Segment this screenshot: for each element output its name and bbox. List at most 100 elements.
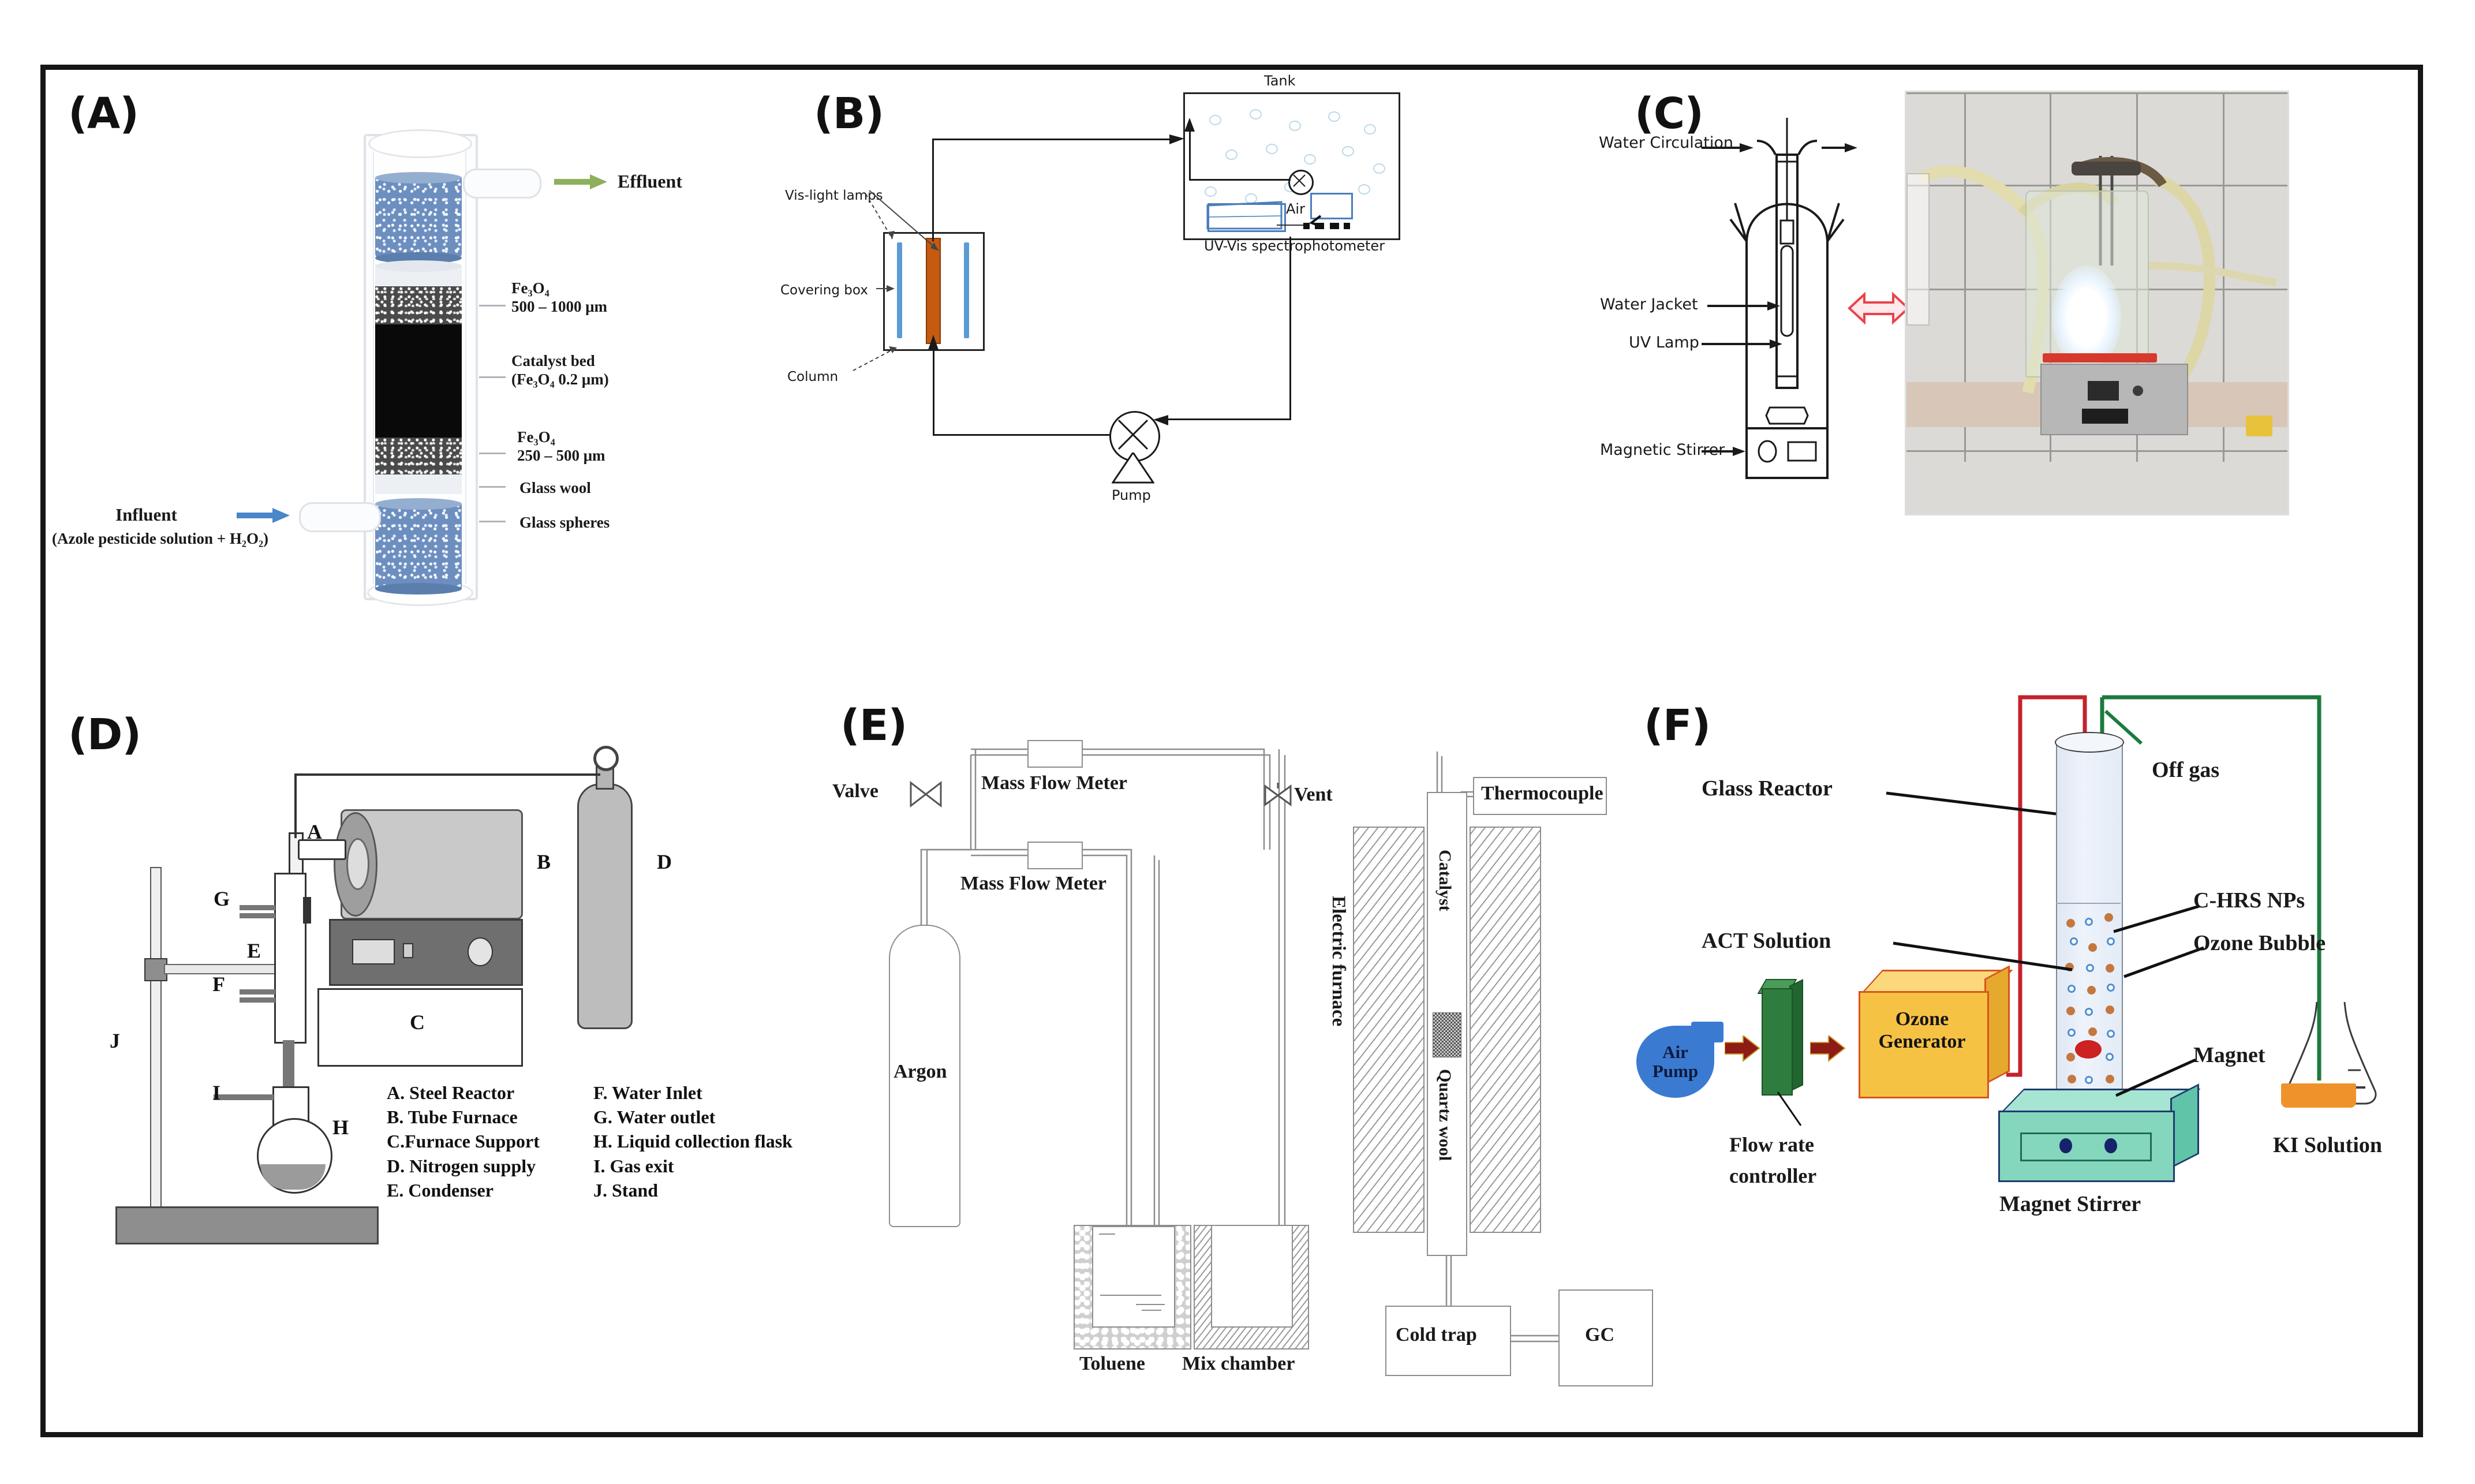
condenser-body — [274, 873, 306, 1044]
layer-3-size: 250 – 500 μm — [517, 447, 605, 464]
nitrogen-gas-line-down — [294, 773, 297, 838]
furnace-indicator — [403, 943, 413, 958]
panel-a-label: (A) — [68, 89, 139, 139]
argon-label: Argon — [893, 1061, 947, 1082]
flow-line-tank-down — [1289, 237, 1291, 420]
glass-spheres-label: Glass spheres — [519, 514, 610, 531]
panel-e-label: (E) — [840, 701, 907, 750]
flow-arrow-1-icon — [1725, 1036, 1760, 1062]
tank-bubble — [1209, 115, 1221, 125]
leader-tick-3 — [479, 453, 506, 454]
ki-solution-liquid — [2281, 1083, 2356, 1108]
bed-glass-wool-top — [375, 260, 462, 286]
electric-furnace-right-block — [1470, 827, 1541, 1233]
flow-rate-controller-label-line2: controller — [1729, 1164, 1817, 1187]
layer-3-name: Fe₃O₄ — [517, 428, 555, 446]
effluent-label: Effluent — [618, 171, 682, 192]
diagram-letter-j: J — [110, 1029, 120, 1052]
gc-box — [1558, 1289, 1653, 1386]
magnet-stirrer-knob-2[interactable] — [2104, 1138, 2117, 1153]
ozone-bubble-particle — [2068, 1029, 2076, 1037]
panel-d-label: (D) — [68, 710, 141, 760]
magnet-stirrer-knob-1[interactable] — [2059, 1138, 2072, 1153]
nitrogen-cylinder — [577, 783, 633, 1029]
spectrophotometer-key — [1303, 223, 1310, 229]
magnet-stirrer-panel — [2020, 1132, 2152, 1161]
cylinder-handwheel — [593, 746, 619, 771]
diagram-letter-c: C — [410, 1011, 425, 1034]
water-inlet-pipe-2 — [240, 997, 275, 1003]
ozone-bubble-particle — [2086, 964, 2094, 972]
bed-fe3o4-fine — [375, 438, 462, 474]
ozone-bubble-particle — [2085, 1076, 2093, 1084]
influent-label: Influent — [115, 504, 177, 525]
np-particle — [2066, 1007, 2075, 1015]
air-line-vertical — [1189, 129, 1191, 180]
legend-item-b: B. Tube Furnace — [387, 1107, 518, 1128]
bed-glass-spheres-top — [375, 172, 462, 264]
layer-1-name: Fe₃O₄ — [511, 279, 549, 297]
pump-label: Pump — [1112, 487, 1151, 503]
nitrogen-gas-line — [294, 773, 600, 776]
influent-sublabel: (Azole pesticide solution + H₂O₂) — [52, 530, 269, 547]
arrow-air-to-tank-icon — [1184, 118, 1195, 132]
furnace-support-box — [317, 988, 523, 1067]
flow-arrow-2-icon — [1810, 1036, 1846, 1062]
flow-rate-controller — [1762, 988, 1793, 1096]
wool-top-ellipse — [375, 260, 462, 272]
vis-lamp-left — [897, 242, 902, 338]
legend-column-left: A. Steel Reactor B. Tube Furnace C.Furna… — [387, 1081, 593, 1202]
spectrophotometer-key — [1315, 223, 1324, 229]
thermocouple-label: Thermocouple — [1481, 783, 1603, 804]
ozone-generator-line2: Generator — [1878, 1030, 1966, 1052]
np-particle — [2106, 1005, 2114, 1014]
air-pump-outlet — [1691, 1022, 1723, 1042]
catalyst-bed-e — [1433, 1012, 1461, 1057]
air-cross-icon — [1293, 174, 1306, 187]
diagram-letter-g: G — [214, 887, 230, 910]
panel-a: (A) Effluent Influe — [40, 65, 779, 676]
covering-box-label: Covering box — [780, 283, 868, 298]
diagram-letter-b: B — [537, 850, 551, 873]
ozone-bubble-particle — [2107, 937, 2115, 945]
ozone-bubble-particle — [2107, 984, 2115, 992]
air-line-horizontal — [1189, 179, 1291, 181]
flow-line-up-to-column — [933, 347, 934, 435]
tank-box — [1183, 92, 1400, 240]
c-hrs-nps-label: C-HRS NPs — [2193, 888, 2305, 913]
np-particle — [2104, 913, 2113, 922]
flow-rate-controller-label-line1: Flow rate — [1729, 1133, 1814, 1156]
ozone-bubble-particle — [2106, 1053, 2114, 1061]
stand-base — [115, 1206, 379, 1244]
layer-2-name: Catalyst bed — [511, 352, 595, 369]
act-solution-label: ACT Solution — [1702, 929, 1831, 953]
panel-c: (C) — [1599, 65, 2423, 676]
sparger-tip — [2075, 1040, 2102, 1059]
quartz-wool-label: Quartz wool — [1435, 1069, 1455, 1161]
adapter-tube — [283, 1040, 294, 1086]
np-particle — [2088, 1027, 2097, 1036]
arrow-into-column-icon — [928, 335, 939, 350]
condenser-port — [303, 897, 311, 924]
ozone-generator-label: Ozone Generator — [1859, 1008, 1986, 1053]
diagram-letter-e: E — [247, 939, 261, 962]
water-outlet-pipe-2 — [240, 913, 275, 918]
column-label: Column — [787, 369, 839, 384]
column-top-rim — [368, 129, 472, 158]
ozone-generator-line1: Ozone — [1895, 1008, 1949, 1030]
panel-e: (E) — [808, 676, 1653, 1437]
layer-2-size: (Fe₃O₄ 0.2 μm) — [511, 371, 609, 388]
tank-bubble — [1328, 111, 1340, 122]
tank-bubble — [1342, 146, 1354, 156]
flow-line-to-pump — [1157, 418, 1291, 420]
tube-furnace-bore — [346, 838, 369, 890]
spectrophotometer-cable — [1277, 215, 1322, 227]
arrow-to-tank-icon — [1169, 134, 1184, 144]
flow-line-pump-out — [933, 434, 1112, 436]
influent-tube — [299, 502, 381, 532]
uv-reactor-schematic — [1702, 118, 1857, 479]
np-particle — [2087, 986, 2096, 995]
